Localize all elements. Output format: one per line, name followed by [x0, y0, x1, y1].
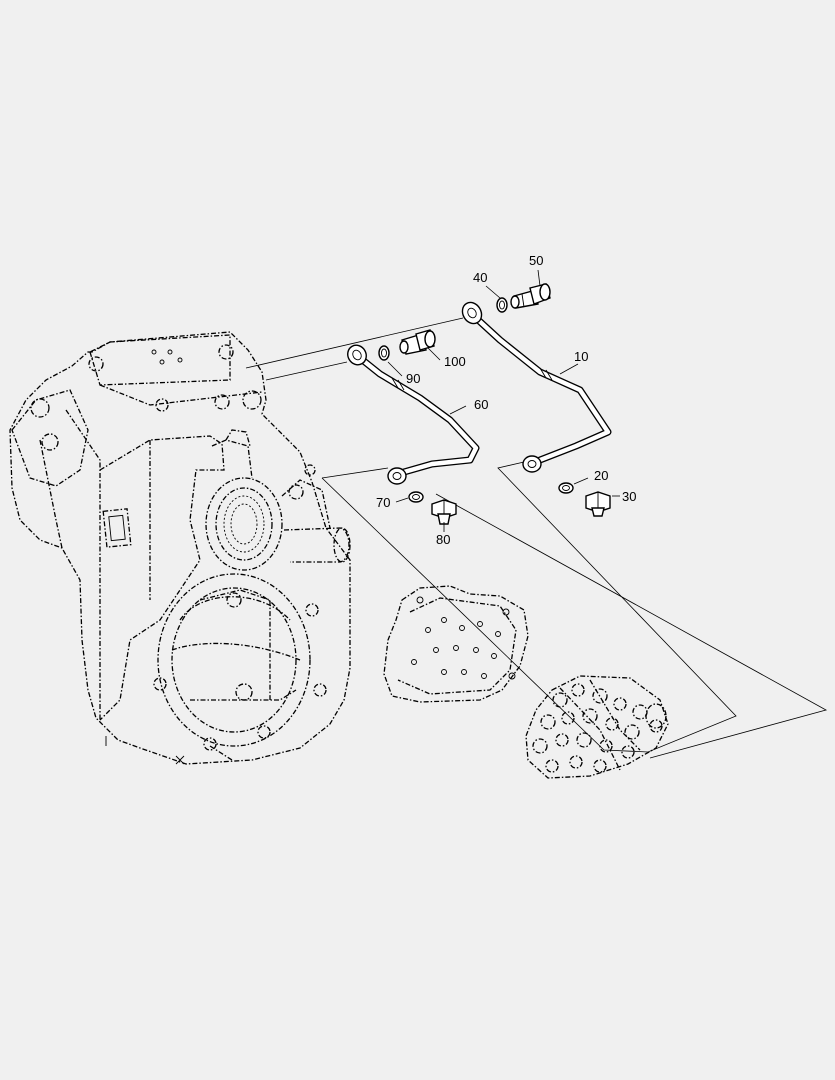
- guide-lines: [245, 317, 828, 759]
- callout-50: 50: [529, 253, 543, 268]
- callout-labels: 10 20 30 40 50 60 70 80 90 100: [376, 253, 636, 547]
- callout-90: 90: [406, 371, 420, 386]
- control-plate: [383, 585, 529, 703]
- callout-100: 100: [444, 354, 466, 369]
- callout-20: 20: [594, 468, 608, 483]
- callout-10: 10: [574, 349, 588, 364]
- pipe-part-60: [347, 344, 480, 485]
- washer-part-90: [378, 345, 390, 361]
- bolt-part-30: [585, 491, 611, 517]
- washer-part-20: [558, 482, 574, 494]
- washer-part-40: [496, 297, 508, 313]
- callout-60: 60: [474, 397, 488, 412]
- callout-leaders: [387, 269, 620, 532]
- banjo-bolt-part-50: [510, 283, 551, 309]
- callout-70: 70: [376, 495, 390, 510]
- washer-part-70: [408, 491, 424, 503]
- callout-80: 80: [436, 532, 450, 547]
- banjo-bolt-part-100: [399, 329, 436, 355]
- bolt-part-80: [431, 499, 457, 525]
- control-valve-block: [525, 675, 669, 779]
- transmission-housing: [9, 331, 351, 765]
- callout-40: 40: [473, 270, 487, 285]
- pipe-part-10: [461, 301, 612, 473]
- callout-30: 30: [622, 489, 636, 504]
